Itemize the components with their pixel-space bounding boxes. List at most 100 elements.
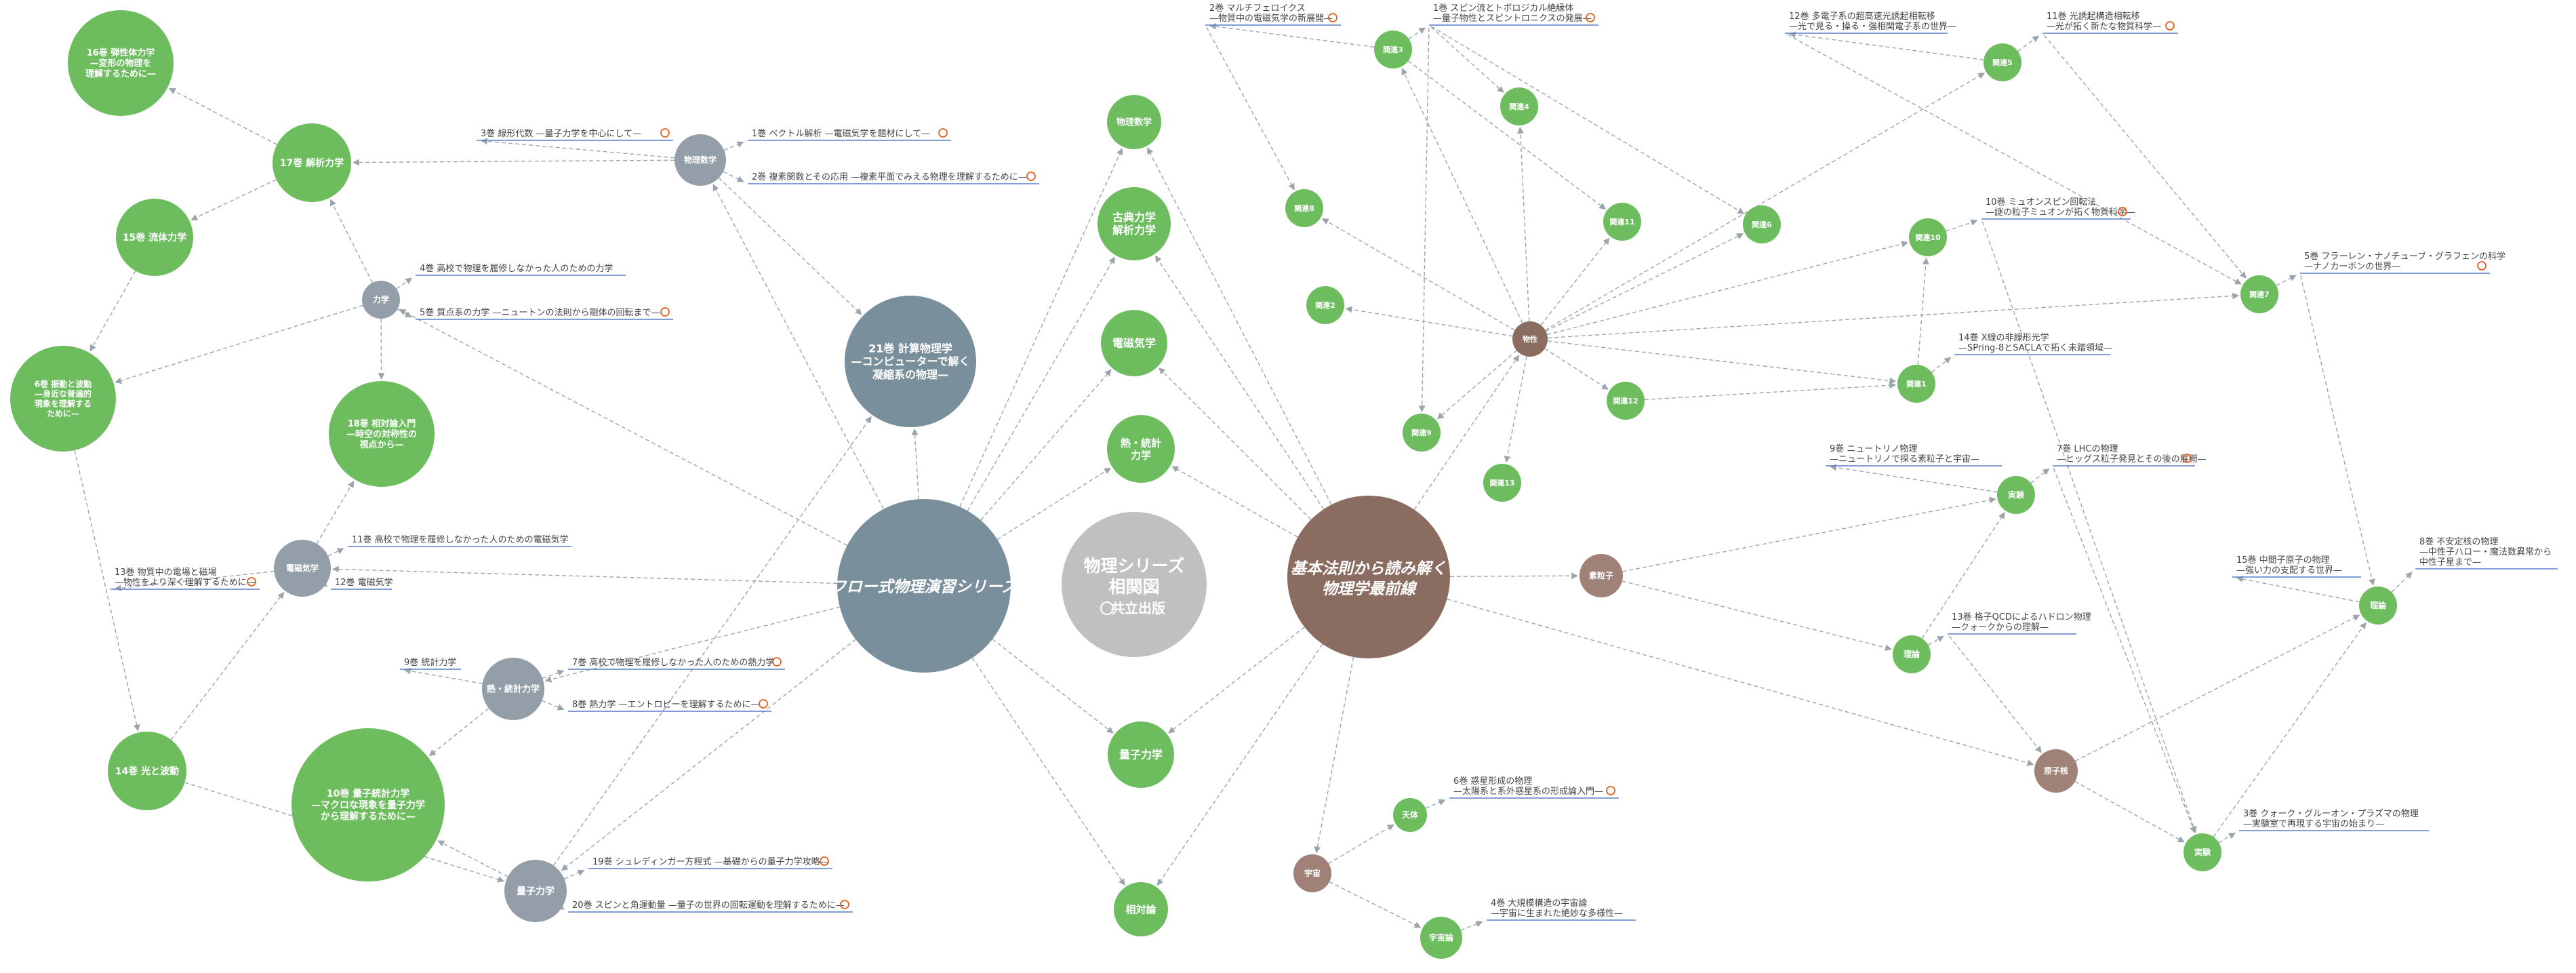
- node-mech-circle: [362, 281, 400, 319]
- node-c_em: 電磁気学: [1101, 310, 1167, 376]
- node-p5-circle: [1984, 43, 2021, 81]
- edge-b_phys-p7: [1547, 292, 2240, 339]
- leaf-R14: 14巻 X線の非線形光学—SPring-8とSACLAで拓く未踏領域—: [1958, 332, 2112, 353]
- edge-p10-R10: [1946, 219, 1978, 232]
- edge-R13-b_nuc: [1948, 635, 2042, 753]
- leaf-L9-text-0: 9巻 統計力学: [404, 657, 456, 668]
- node-c_quantum-circle: [1108, 721, 1174, 788]
- node-x_exp1-circle: [1997, 476, 2035, 514]
- leaf-R13-text-1: —クォークからの理解—: [1952, 622, 2049, 633]
- edge-p3-p11: [1407, 60, 1607, 210]
- node-b_nuc-label-0: 原子核: [2044, 766, 2068, 776]
- leaf-underlines: [110, 24, 2558, 921]
- node-quantum_l-circle: [504, 860, 567, 922]
- node-n6-label-1: —身近な普遍的: [35, 389, 92, 399]
- leaf-R11-badge-icon: [2165, 21, 2175, 31]
- leaf-L8-badge-icon: [759, 699, 768, 709]
- leaf-L2-badge-icon: [1026, 172, 1036, 181]
- node-b_elem: 素粒子: [1579, 554, 1623, 597]
- leaf-R10: 10巻 ミュオンスピン回転法—謎の粒子ミュオンが拓く物質科学—: [1986, 197, 2135, 218]
- node-p11-label-0: 関連11: [1609, 217, 1634, 226]
- node-math-label-0: 物理数学: [684, 155, 717, 165]
- node-x_exp2-circle: [2183, 833, 2221, 871]
- node-b_cosmo: 宇宙: [1293, 854, 1331, 892]
- leaf-L7-badge-icon: [772, 657, 782, 667]
- center-title-line1: 物理シリーズ: [1084, 556, 1185, 576]
- node-c_rel-label-0: 相対論: [1125, 903, 1156, 915]
- edge-p5-R12: [1788, 31, 1984, 60]
- node-b_phys-circle: [1512, 321, 1548, 357]
- node-n15-circle: [116, 199, 193, 276]
- node-b_elem-label-0: 素粒子: [1589, 570, 1613, 580]
- edge-series_right-c_classic: [1154, 255, 1325, 510]
- edge-mech-L4: [396, 277, 413, 290]
- edge-R10-x_exp2: [1981, 221, 2197, 833]
- edge-series_left-thermo_l: [544, 606, 841, 683]
- center-title-node: 物理シリーズ 相関図 共立出版: [1062, 512, 1207, 657]
- edge-R12-p7: [1787, 34, 2242, 285]
- edge-math-n17: [353, 159, 675, 166]
- node-n21-label-2: 凝縮系の物理—: [872, 368, 948, 381]
- leaf-L1: 1巻 ベクトル解析 —電磁気学を題材にして—: [752, 128, 948, 139]
- node-em_l: 電磁気学: [274, 540, 331, 597]
- node-n14: 14巻 光と波動: [108, 732, 186, 810]
- node-p3-circle: [1374, 31, 1412, 68]
- node-p9-label-0: 関連9: [1411, 428, 1432, 437]
- node-p1-label-0: 関連1: [1906, 379, 1927, 389]
- node-x_exp2: 実験: [2183, 833, 2221, 871]
- node-p7: 関連7: [2240, 275, 2278, 313]
- leaf-R15-text-1: —強い力の支配する世界—: [2236, 565, 2342, 576]
- series-right-line1: 基本法則から読み解く: [1291, 560, 1447, 578]
- node-p10-circle: [1909, 218, 1947, 256]
- node-n10-label-2: から理解するために—: [321, 811, 416, 822]
- node-n10-circle: [291, 728, 445, 881]
- edge-R2-p8: [1206, 27, 1295, 191]
- node-p12: 関連12: [1607, 382, 1645, 420]
- node-quantum_l-label-0: 量子力学: [517, 886, 555, 897]
- node-p8-label-0: 関連8: [1294, 203, 1314, 213]
- leaf-R11-text-0: 11巻 光誘起構造相転移: [2047, 12, 2140, 22]
- node-c_classic-label-1: 解析力学: [1112, 224, 1156, 237]
- node-b_elem-circle: [1579, 554, 1623, 597]
- series-right-line2: 物理学最前線: [1322, 580, 1417, 598]
- leaf-R11-text-1: —光が拓く新たな物質科学—: [2047, 21, 2161, 32]
- node-x_theory2: 理論: [2359, 587, 2397, 624]
- node-c_rel: 相対論: [1114, 882, 1168, 936]
- node-c_thermo-label-1: 力学: [1131, 449, 1151, 461]
- leaf-L2: 2巻 複素関数とその応用 —複素平面でみえる物理を理解するために—: [752, 172, 1036, 182]
- leaf-R6-text-1: —太陽系と系外惑星系の形成論入門—: [1453, 786, 1603, 797]
- leaf-L7: 7巻 高校で物理を履修しなかった人のための熱力学: [572, 657, 782, 668]
- edge-series_right-b_cosmo: [1314, 656, 1354, 854]
- edge-mech-n17: [329, 199, 374, 283]
- leaf-L3: 3巻 線形代数 —量子力学を中心にして—: [481, 128, 670, 139]
- edge-b_phys-p9: [1436, 350, 1517, 420]
- edge-x_exp2-R3: [2218, 832, 2236, 843]
- edge-x_theory1-x_exp1: [1921, 512, 2005, 639]
- node-p11: 関連11: [1603, 203, 1641, 241]
- node-x_theory1-label-0: 理論: [1904, 649, 1920, 659]
- series-left-label: フロー式物理演習シリーズ: [831, 578, 1020, 596]
- node-mech: 力学: [362, 281, 400, 319]
- node-n18-circle: [329, 381, 435, 487]
- leaf-R5-badge-icon: [2477, 261, 2487, 271]
- edge-math-L3: [480, 138, 675, 159]
- edge-series_left-c_thermo: [997, 467, 1112, 540]
- edge-quantum_l-n21: [553, 416, 872, 866]
- edge-math-n21: [718, 177, 862, 315]
- leaf-R7-badge-icon: [2182, 454, 2192, 463]
- node-c_rel-circle: [1114, 882, 1168, 936]
- node-thermo_l-label-0: 熱・統計力学: [487, 684, 540, 695]
- node-p10: 関連10: [1909, 218, 1947, 256]
- node-p5-label-0: 関連5: [1992, 58, 2013, 67]
- node-x_theory2-label-0: 理論: [2370, 600, 2387, 610]
- leaf-R5: 5巻 フラーレン・ナノチューブ・グラフェンの科学—ナノカーボンの世界—: [2304, 251, 2505, 272]
- node-b_nuc-circle: [2034, 749, 2078, 793]
- node-p4-label-0: 関連4: [1509, 102, 1529, 111]
- edge-series_left-mech: [399, 309, 848, 546]
- leaf-R4: 4巻 大規模構造の宇宙論—宇宙に生まれた絶妙な多様性—: [1491, 898, 1623, 919]
- leaf-R1-text-1: —量子物性とスピントロニクスの発展—: [1433, 14, 1592, 24]
- leaf-R12-text-0: 12巻 多電子系の超高速光誘起相転移: [1789, 11, 1935, 22]
